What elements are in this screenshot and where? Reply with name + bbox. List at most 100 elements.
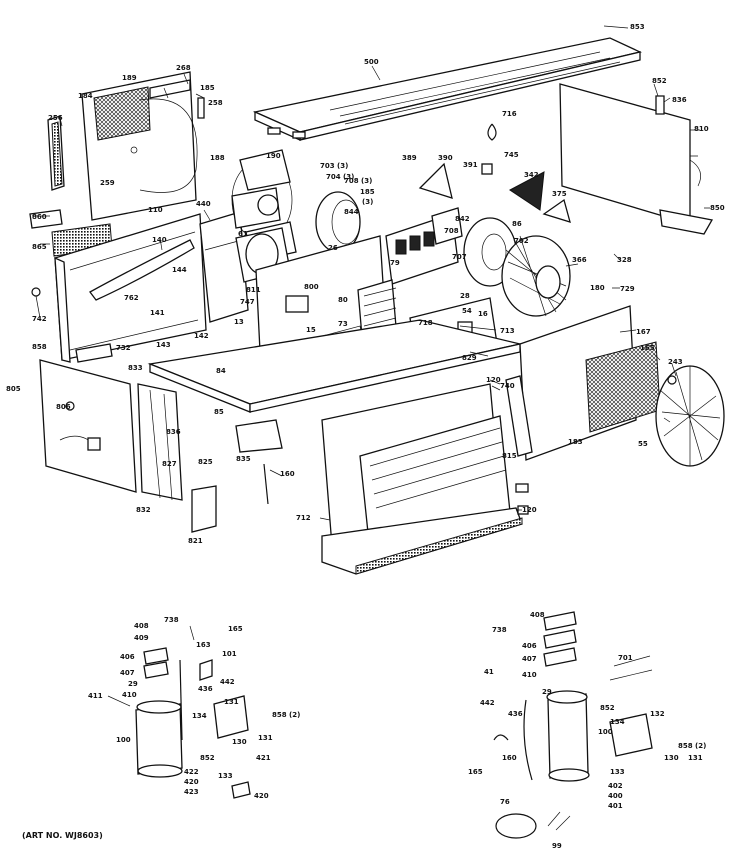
leader-lines xyxy=(32,25,710,521)
label-76: 76 xyxy=(500,798,510,806)
label-140: 140 xyxy=(152,236,167,244)
label-391: 391 xyxy=(463,161,478,169)
label-185-qty: (3) xyxy=(362,198,373,206)
label-328: 328 xyxy=(617,256,632,264)
label-143: 143 xyxy=(156,341,171,349)
label-712: 712 xyxy=(296,514,311,522)
label-436: 436 xyxy=(198,685,213,693)
label-130: 130 xyxy=(232,738,247,746)
label-258: 258 xyxy=(208,99,223,107)
label-800: 800 xyxy=(304,283,319,291)
label-811: 811 xyxy=(246,286,261,294)
label-160: 160 xyxy=(280,470,295,478)
label-54: 54 xyxy=(462,307,472,315)
label-408-b: 408 xyxy=(530,611,545,619)
label-708-3: 708 (3) xyxy=(344,177,372,185)
label-411: 411 xyxy=(88,692,103,700)
label-704: 704 (3) xyxy=(326,173,354,181)
label-79: 79 xyxy=(390,259,400,267)
label-440: 440 xyxy=(196,200,211,208)
condenser-167 xyxy=(505,305,725,467)
label-160-b: 160 xyxy=(502,754,517,762)
label-184: 184 xyxy=(78,92,93,100)
label-132: 132 xyxy=(650,710,665,718)
label-852-c: 852 xyxy=(600,704,615,712)
label-29-b: 29 xyxy=(542,688,552,696)
label-130-b: 130 xyxy=(664,754,679,762)
label-860: 860 xyxy=(32,213,47,221)
label-167: 167 xyxy=(636,328,651,336)
side-panel-110 xyxy=(31,213,207,363)
label-713: 713 xyxy=(500,327,515,335)
label-810: 810 xyxy=(694,125,709,133)
label-120: 120 xyxy=(486,376,501,384)
label-41: 41 xyxy=(484,668,494,676)
label-442-b: 442 xyxy=(480,699,495,707)
label-389: 389 xyxy=(402,154,417,162)
label-142: 142 xyxy=(194,332,209,340)
label-28: 28 xyxy=(460,292,470,300)
compressor-left xyxy=(107,625,251,799)
label-85: 85 xyxy=(214,408,224,416)
label-29: 29 xyxy=(128,680,138,688)
label-858: 858 xyxy=(32,343,47,351)
label-835: 835 xyxy=(236,455,251,463)
label-832: 832 xyxy=(136,506,151,514)
label-256: 256 xyxy=(48,114,63,122)
base-pan xyxy=(147,319,521,413)
front-panel-805 xyxy=(39,343,137,493)
label-829: 829 xyxy=(462,354,477,362)
label-718: 718 xyxy=(418,319,433,327)
label-259: 259 xyxy=(100,179,115,187)
label-836-b: 836 xyxy=(166,428,181,436)
label-442: 442 xyxy=(220,678,235,686)
label-850: 850 xyxy=(710,204,725,212)
label-738: 738 xyxy=(164,616,179,624)
label-422: 422 xyxy=(184,768,199,776)
label-342: 342 xyxy=(524,171,539,179)
label-421: 421 xyxy=(256,754,271,762)
brackets-342-375-389 xyxy=(418,123,571,223)
label-716: 716 xyxy=(502,110,517,118)
label-738-b: 738 xyxy=(492,626,507,634)
label-141: 141 xyxy=(150,309,165,317)
label-747: 747 xyxy=(240,298,255,306)
label-84: 84 xyxy=(216,367,226,375)
label-409: 409 xyxy=(134,634,149,642)
label-26: 26 xyxy=(328,244,338,252)
label-165: 165 xyxy=(640,344,655,352)
label-407: 407 xyxy=(120,669,135,677)
label-133: 133 xyxy=(218,772,233,780)
compressor-right xyxy=(493,611,653,839)
label-16: 16 xyxy=(478,310,488,318)
label-833: 833 xyxy=(128,364,143,372)
label-144: 144 xyxy=(172,266,187,274)
label-815: 815 xyxy=(502,452,517,460)
label-390: 390 xyxy=(438,154,453,162)
label-423: 423 xyxy=(184,788,199,796)
label-827: 827 xyxy=(162,460,177,468)
label-420: 420 xyxy=(184,778,199,786)
side-rails-825 xyxy=(137,383,283,533)
label-185-b: 185 xyxy=(360,188,375,196)
label-852: 852 xyxy=(652,77,667,85)
label-858-2-b: 858 (2) xyxy=(678,742,706,750)
part-labels: 853 500 189 268 185 184 256 258 259 852 … xyxy=(6,23,725,850)
label-131-c: 131 xyxy=(688,754,703,762)
label-100: 100 xyxy=(116,736,131,744)
label-73: 73 xyxy=(338,320,348,328)
label-842: 842 xyxy=(455,215,470,223)
label-133-b: 133 xyxy=(610,768,625,776)
label-408: 408 xyxy=(134,622,149,630)
label-190: 190 xyxy=(266,152,281,160)
label-825: 825 xyxy=(198,458,213,466)
rear-grille-189 xyxy=(47,71,205,221)
label-407-b: 407 xyxy=(522,655,537,663)
label-401: 401 xyxy=(608,802,623,810)
label-55: 55 xyxy=(638,440,648,448)
rear-panel-810 xyxy=(559,83,714,235)
control-box-844 xyxy=(385,207,463,285)
label-708: 708 xyxy=(444,227,459,235)
label-500: 500 xyxy=(364,58,379,66)
